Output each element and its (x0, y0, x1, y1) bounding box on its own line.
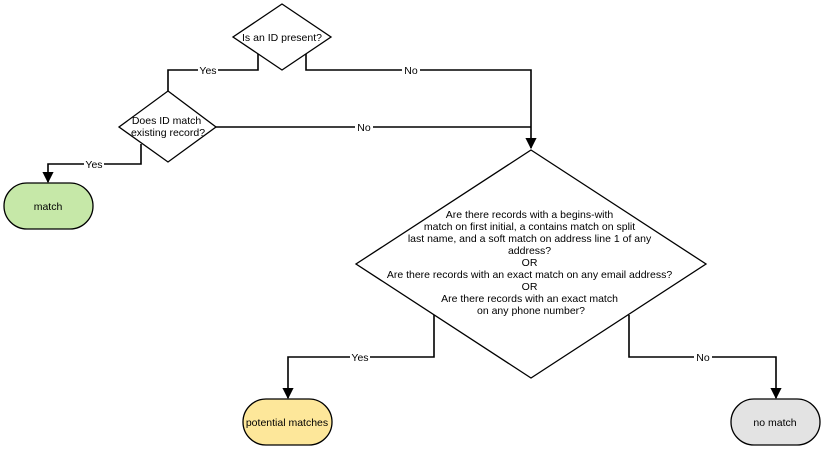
edge-label-records-no: No (696, 352, 710, 364)
terminal-potential-matches: potential matches (242, 398, 333, 446)
edge-labels: Yes No No Yes Yes No (84, 64, 712, 364)
terminal-no-match-shape (730, 398, 821, 446)
edge-id-present-yes (162, 54, 259, 106)
edge-label-id-present-no: No (404, 65, 418, 77)
decision-id-present: Is an ID present? (231, 3, 333, 71)
decision-records: Are there records with a begins-with mat… (354, 149, 708, 379)
decision-id-present-text: Is an ID present? (242, 32, 322, 44)
terminal-no-match: no match (730, 398, 821, 446)
edge-label-id-match-yes: Yes (85, 159, 102, 171)
decision-id-match-text: Does ID match existing record? (131, 115, 205, 139)
terminal-no-match-text: no match (753, 417, 796, 429)
decision-id-match: Does ID match existing record? (117, 90, 218, 163)
terminal-match-shape (3, 182, 94, 230)
terminal-match-text: match (34, 201, 63, 213)
edge-label-id-present-yes: Yes (199, 65, 216, 77)
terminal-potential-matches-shape (242, 398, 333, 446)
terminal-potential-matches-text: potential matches (246, 417, 328, 429)
edge-label-id-match-no: No (357, 122, 371, 134)
terminal-match: match (3, 182, 94, 230)
edge-label-records-yes: Yes (351, 352, 368, 364)
decision-records-text: Are there records with a begins-with mat… (387, 209, 675, 317)
